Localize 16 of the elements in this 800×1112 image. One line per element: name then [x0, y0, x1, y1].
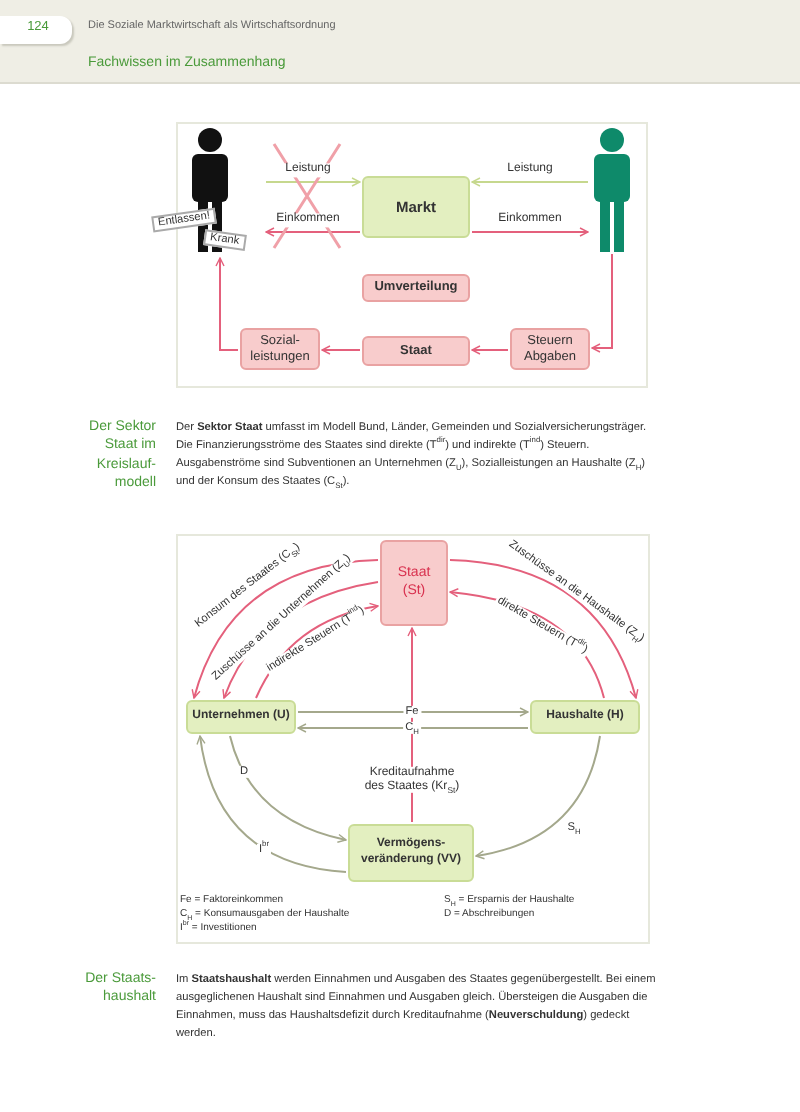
- arrow: [297, 707, 529, 717]
- arrow: [591, 253, 613, 353]
- arrow: [265, 227, 361, 237]
- arrow: [475, 735, 601, 860]
- arrow: [265, 177, 361, 187]
- arrow: [297, 723, 529, 733]
- arrow: [196, 735, 347, 873]
- arrow: [471, 227, 589, 237]
- arrow: [229, 735, 347, 843]
- person-figure: [590, 128, 634, 252]
- arrow: [471, 177, 589, 187]
- arrow: [449, 559, 639, 699]
- arrow: [321, 345, 361, 355]
- arrow: [191, 559, 379, 699]
- arrow: [215, 257, 239, 351]
- arrow: [471, 345, 509, 355]
